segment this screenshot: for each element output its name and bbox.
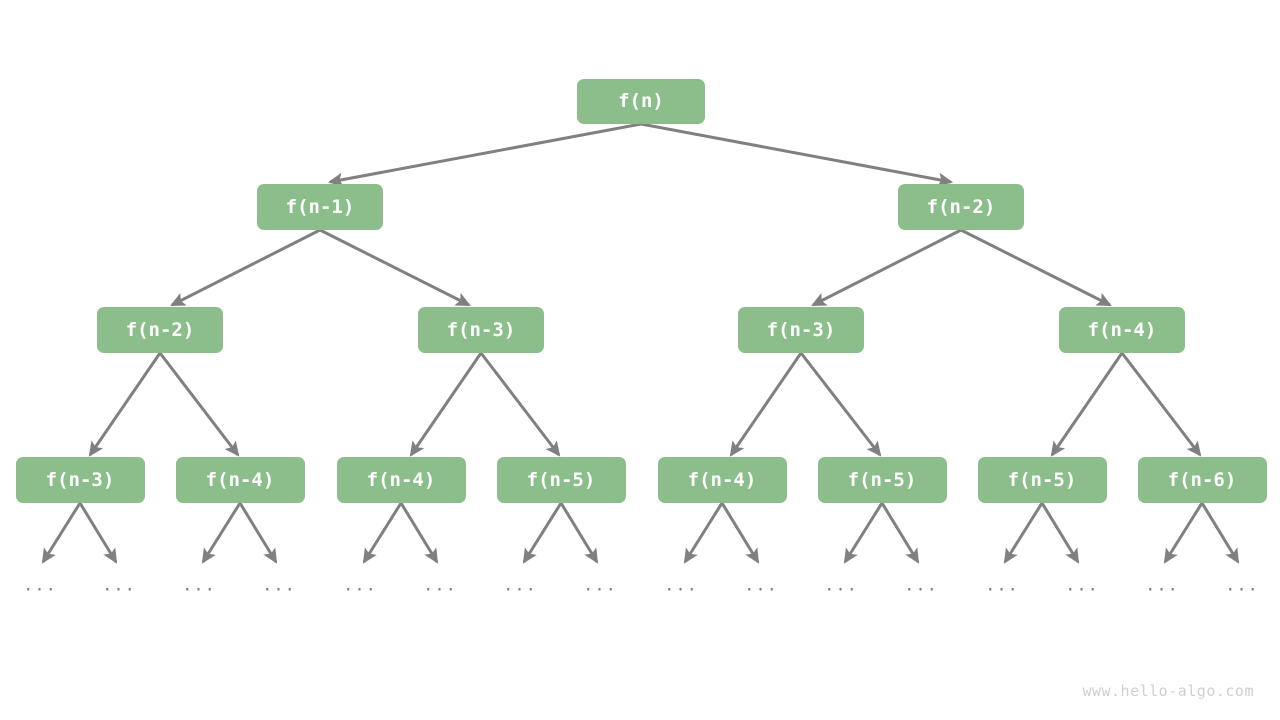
tree-edge [811,228,962,307]
tree-node-label: f(n-3) [446,319,516,341]
tree-edge [41,502,82,564]
tree-node-a2r[interactable]: f(n-5) [496,457,626,503]
tree-edge [327,122,642,187]
tree-ellipsis-1: ... [102,575,136,596]
tree-node-label: f(n-6) [1167,469,1237,491]
tree-ellipsis-10: ... [824,575,858,596]
tree-edge [78,502,118,564]
tree-ellipsis-12: ... [985,575,1019,596]
tree-edge [201,502,242,564]
tree-edge [720,502,760,564]
tree-ellipsis-15: ... [1225,575,1259,596]
tree-node-label: f(n-5) [847,469,917,491]
tree-edge [319,228,471,307]
tree-edge [479,352,561,457]
tree-node-a2[interactable]: f(n-3) [418,307,544,353]
watermark: www.hello-algo.com [1082,682,1254,700]
tree-edge [409,352,483,457]
tree-ellipsis-11: ... [904,575,938,596]
tree-node-r[interactable]: f(n) [577,78,705,124]
tree-node-label: f(n-4) [366,469,436,491]
tree-edge [683,502,724,564]
tree-node-label: f(n-3) [45,469,115,491]
tree-node-b1l[interactable]: f(n-4) [657,457,787,503]
tree-node-a1r[interactable]: f(n-4) [175,457,305,503]
tree-node-a1l[interactable]: f(n-3) [15,457,145,503]
tree-edge [729,352,803,457]
tree-node-label: f(n-2) [125,319,195,341]
tree-node-label: f(n-4) [1087,319,1157,341]
tree-ellipsis-4: ... [343,575,377,596]
tree-edge [799,352,882,457]
tree-edge [1163,502,1204,564]
tree-edge [522,502,563,564]
tree-node-b2[interactable]: f(n-4) [1059,307,1185,353]
tree-node-label: f(n-4) [205,469,275,491]
tree-node-b1[interactable]: f(n-3) [738,307,864,353]
tree-edge [238,502,278,564]
tree-edge [1050,352,1124,457]
tree-node-label: f(n) [618,90,664,112]
tree-edge [362,502,403,564]
tree-edge [640,122,954,187]
tree-ellipsis-0: ... [23,575,57,596]
tree-node-label: f(n-5) [526,469,596,491]
tree-ellipsis-14: ... [1145,575,1179,596]
tree-node-label: f(n-2) [926,196,996,218]
tree-node-b[interactable]: f(n-2) [898,184,1024,230]
tree-node-a[interactable]: f(n-1) [257,184,383,230]
tree-ellipsis-3: ... [262,575,296,596]
tree-edge [559,502,599,564]
tree-ellipsis-9: ... [744,575,778,596]
tree-node-b2r[interactable]: f(n-6) [1137,457,1267,503]
tree-edge [158,352,240,457]
tree-node-label: f(n-4) [687,469,757,491]
tree-edge [843,502,884,564]
tree-ellipsis-6: ... [503,575,537,596]
tree-node-label: f(n-3) [766,319,836,341]
tree-ellipsis-5: ... [423,575,457,596]
tree-edge [1040,502,1080,564]
tree-node-label: f(n-5) [1007,469,1077,491]
tree-ellipsis-2: ... [182,575,216,596]
tree-edge [1200,502,1240,564]
tree-edge [1120,352,1202,457]
tree-ellipsis-8: ... [664,575,698,596]
tree-node-a1[interactable]: f(n-2) [97,307,223,353]
tree-edge [880,502,920,564]
tree-ellipsis-7: ... [583,575,617,596]
tree-ellipsis-13: ... [1065,575,1099,596]
tree-node-label: f(n-1) [285,196,355,218]
tree-edge [170,228,321,307]
tree-node-b1r[interactable]: f(n-5) [817,457,947,503]
tree-edge [399,502,439,564]
tree-node-b2l[interactable]: f(n-5) [977,457,1107,503]
tree-node-a2l[interactable]: f(n-4) [336,457,466,503]
tree-edge [88,352,162,457]
tree-edge [1003,502,1044,564]
tree-edge [960,228,1112,307]
